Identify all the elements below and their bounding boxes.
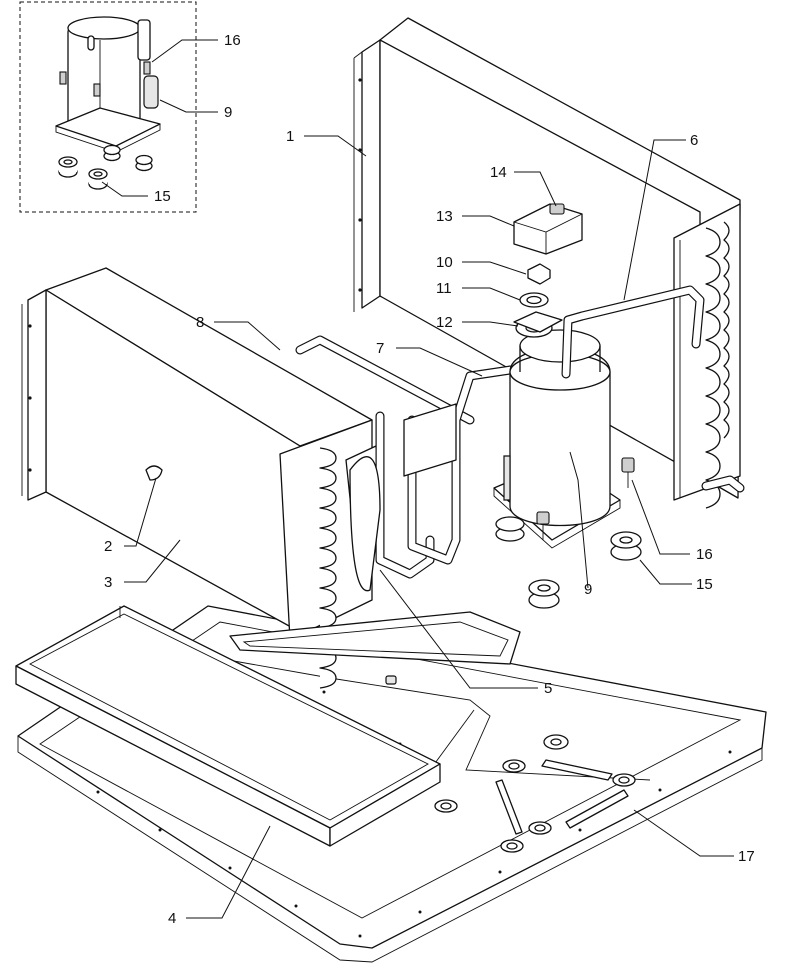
terminal-components: [513, 203, 583, 333]
inset-alternate-compressor: [19, 1, 197, 213]
rear-panel: [353, 17, 741, 499]
tubing-and-frame: [229, 335, 521, 665]
rear-coil: [673, 203, 745, 509]
callout-13: 13: [436, 208, 453, 225]
callout-15-inset: 15: [154, 188, 171, 205]
drain-tray: [15, 605, 441, 847]
callout-17: 17: [738, 848, 755, 865]
callout-4: 4: [168, 910, 176, 927]
callout-1: 1: [286, 128, 294, 145]
callout-9-inset: 9: [224, 104, 232, 121]
callout-10: 10: [436, 254, 453, 271]
compressor: [493, 318, 642, 609]
leader-lines: [101, 39, 734, 919]
callout-7: 7: [376, 340, 384, 357]
callout-14: 14: [490, 164, 507, 181]
callout-11: 11: [436, 280, 452, 297]
callout-16-main: 16: [696, 546, 713, 563]
callout-labels: 1 2 3 4 5 6 7 8 9 9 10 11 12 13 14 15 15…: [104, 32, 755, 927]
callout-8: 8: [196, 314, 204, 331]
callout-12: 12: [436, 314, 453, 331]
callout-16-inset: 16: [224, 32, 241, 49]
callout-5: 5: [544, 680, 552, 697]
callout-3: 3: [104, 574, 112, 591]
callout-2: 2: [104, 538, 112, 555]
callout-6: 6: [690, 132, 698, 149]
callout-9-main: 9: [584, 581, 592, 598]
callout-15-main: 15: [696, 576, 713, 593]
